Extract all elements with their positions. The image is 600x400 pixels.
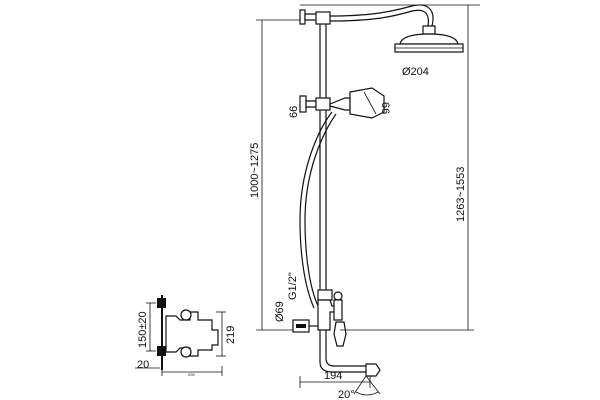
hand-shower (329, 87, 385, 119)
dim-inlet-centers: 150±20 (137, 311, 149, 348)
lower-eccentric (157, 346, 166, 356)
dim-shower-head-diameter: Ø204 (402, 66, 429, 78)
dim-total-height: 1263~1553 (455, 167, 467, 222)
bath-spout (319, 330, 381, 377)
holder-slider (315, 97, 331, 111)
dim-flange-diameter: Ø69 (274, 301, 286, 322)
holder-wall-mount (299, 95, 307, 113)
dim-spout-angle: 20° (338, 389, 355, 400)
dim-side-depth: 20 (137, 359, 149, 371)
dim-hand-shower-size: 66 (379, 102, 391, 114)
shower-head (394, 25, 464, 53)
dim-mixer-height: 219 (225, 326, 237, 344)
wall-bracket-top (299, 9, 306, 25)
diverter-mixer (292, 289, 347, 347)
dim-side-width: 200 (188, 372, 195, 377)
handle-knob-top (180, 309, 192, 321)
dim-thread: G1/2" (287, 272, 299, 300)
mixer-handle (333, 321, 347, 347)
diverter-knob (333, 291, 343, 301)
front-view-shower: Ø204 66 66 (249, 4, 480, 400)
riser-top-connector (315, 11, 331, 25)
holder-arm (305, 100, 317, 108)
mixer-body-side (165, 311, 219, 357)
dim-slide-height: 1000~1275 (249, 143, 261, 198)
dim-spout-length: 194 (324, 370, 342, 382)
gooseneck-arm-inner (329, 9, 430, 27)
gooseneck-arm-outer (329, 4, 434, 27)
dim-holder-size: 66 (288, 106, 300, 118)
upper-eccentric (157, 298, 166, 308)
side-view-mixer: 150±20 219 20 200 (135, 295, 237, 377)
shower-hose-outer (299, 111, 333, 309)
handle-knob-bottom (180, 346, 192, 358)
shower-hose-inner (304, 113, 337, 307)
